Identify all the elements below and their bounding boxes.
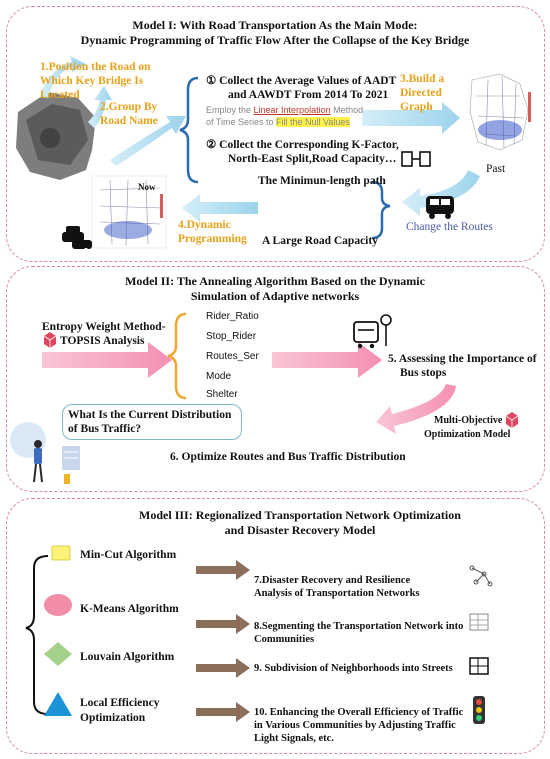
model1-panel [6,6,545,262]
bridge-break-icon [401,151,431,167]
now-label: Now [138,182,156,192]
person-illustration [10,422,80,484]
indicator-brace [167,312,187,400]
step1-label: 1.Position the Road on Which Key Bridge … [40,61,151,101]
algo-optimization: Optimization [80,712,146,724]
question-line2: of Bus Traffic? [68,423,142,435]
cube-icon-2 [505,412,519,428]
model3-brace [25,555,49,715]
algo-louvain: Louvain Algorithm [80,651,175,663]
large-capacity-label: A Large Road Capacity [262,235,378,247]
arrow-to-assess [272,342,382,378]
model3-title-line1: Model III: Regionalized Transportation N… [139,508,461,522]
step5-line1: 5. Assessing the Importance of [388,353,537,365]
routes-brace [371,180,391,240]
arrow-to-collect [110,116,186,166]
indicator-stop-rider: Stop_Rider [206,331,257,342]
bridge-map-image [16,92,96,180]
model1-title-line2: Dynamic Programming of Traffic Flow Afte… [80,33,470,47]
arrow-ewm-to-indicators [42,342,172,378]
cube-icon [43,332,57,348]
step5-line2: Bus stops [400,367,447,379]
collect2-line2: North-East Split,Road Capacity… [228,153,397,165]
arrow-to-optimize [376,384,456,434]
triangle-shape [44,692,72,716]
directed-graph-now-image [91,175,167,249]
output7-line1: 7.Disaster Recovery and Resilience [254,575,411,586]
topsis-label: TOPSIS Analysis [60,335,145,347]
arrow-from-past [402,170,480,216]
interp-link: Linear Interpolation [253,105,331,115]
output9-label: 9. Subdivision of Neighborhoods into Str… [254,663,453,674]
arrow-to-step2 [88,86,112,128]
past-label: Past [486,163,506,175]
square-shape [51,545,71,561]
output10-line1: 10. Enhancing the Overall Efficiency of … [254,707,464,718]
arrow-to-step1 [40,56,86,98]
output8-line1: 8.Segmenting the Transportation Network … [254,621,464,632]
step2-label: 2.Group By Road Name [100,101,158,127]
arrow-to-graph [362,102,460,134]
model1-title-line1: Model I: With Road Transportation As the… [132,18,418,32]
output10-line3: Light Signals, etc. [254,733,334,744]
collect1-line1: ① Collect the Average Values of AADT [206,75,397,87]
ewm-label: Entropy Weight Method- [42,321,166,333]
interp-mid: Method of Time Series to [206,105,364,127]
collect2-line1: ② Collect the Corresponding K-Factor, [206,139,399,151]
output10-line2: in Various Communities by Adjusting Traf… [254,720,456,731]
diamond-shape [44,642,72,666]
step3-label: 3.Build a Directed Graph [400,73,445,113]
step6-label: 6. Optimize Routes and Bus Traffic Distr… [170,451,406,463]
directed-graph-past-image [466,72,534,154]
model2-title-line1: Model II: The Annealing Algorithm Based … [125,274,425,288]
algo-min-cut: Min-Cut Algorithm [80,549,177,561]
collect1-line2: and AAWDT From 2014 To 2021 [228,89,389,101]
interp-highlight: Fill the Null Values [276,117,350,127]
bus-stop-icon [353,314,392,349]
model2-panel [6,266,545,492]
algo-k-means: K-Means Algorithm [80,603,179,615]
arrow-to-dp [182,194,258,222]
blue-brace [179,76,199,184]
network-resilience-icon [469,565,493,587]
street-grid-icon [469,657,489,675]
indicator-shelter: Shelter [206,389,238,400]
brown-arrows [196,560,250,722]
indicator-rider-ratio: Rider_Ratio [206,311,259,322]
interpolation-note: Employ the Linear Interpolation Method o… [206,104,366,128]
multi-objective-line1: Multi-Objective [434,415,503,426]
interp-prefix: Employ the [206,105,254,115]
output7-line2: Analysis of Transportation Networks [254,588,420,599]
circle-shape [44,594,72,616]
model3-panel [6,498,545,754]
indicator-routes-ser: Routes_Ser [206,351,259,362]
output8-line2: Communities [254,634,315,645]
multi-objective-line2: Optimization Model [424,429,511,440]
algo-local-efficiency: Local Efficiency [80,697,160,709]
step4-label: 4.Dynamic Programming [178,219,247,245]
traffic-light-icon [473,696,485,724]
question-line1: What Is the Current Distribution [68,409,232,421]
community-segment-icon [469,613,489,631]
traffic-jam-icon [62,226,92,252]
change-routes-label: Change the Routes [406,221,493,233]
bus-icon [426,196,454,219]
question-bubble [62,404,242,440]
min-path-label: The Minimun-length path [258,175,386,187]
model3-title-line2: and Disaster Recovery Model [224,523,376,537]
model2-title-line2: Simulation of Adaptive networks [190,289,360,303]
indicator-mode: Mode [206,371,232,382]
